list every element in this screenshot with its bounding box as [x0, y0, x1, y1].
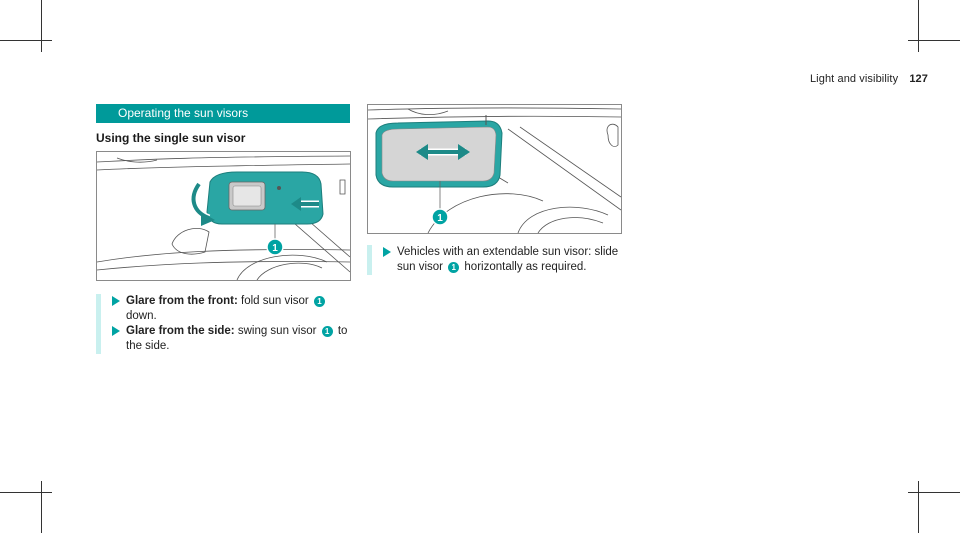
- step-bar: [96, 294, 101, 324]
- instruction-step: Glare from the front: fold sun visor 1 d…: [96, 294, 350, 324]
- step-bar: [96, 324, 101, 354]
- running-header: Light and visibility 127: [810, 73, 928, 85]
- callout-badge: 1: [321, 326, 333, 337]
- step-label: Glare from the front:: [126, 295, 238, 307]
- step-arrow-icon: [383, 247, 391, 257]
- instruction-step: Glare from the side: swing sun visor 1 t…: [96, 324, 350, 354]
- instruction-step: Vehicles with an extendable sun visor: s…: [367, 245, 627, 275]
- step-bar: [367, 245, 372, 275]
- step-label: Glare from the side:: [126, 325, 235, 337]
- crop-mark: [41, 481, 42, 533]
- callout-badge: 1: [313, 296, 325, 307]
- figure-single-sun-visor: 1: [96, 151, 351, 281]
- chapter-title: Light and visibility: [809, 73, 899, 85]
- step-text: Glare from the side: swing sun visor 1 t…: [126, 324, 347, 354]
- callout-badge: [266, 238, 284, 256]
- step-body: the side.: [126, 340, 170, 352]
- callout-badge: 1: [448, 262, 460, 273]
- callout-badge: [431, 208, 449, 226]
- step-text: Vehicles with an extendable sun visor: s…: [397, 245, 618, 275]
- step-body: to: [334, 325, 348, 337]
- subheading: Using the single sun visor: [96, 131, 246, 145]
- step-text: Glare from the front: fold sun visor 1 d…: [126, 294, 327, 324]
- step-body: down.: [126, 310, 157, 322]
- step-body: swing sun visor: [234, 325, 320, 337]
- crop-mark: [0, 40, 52, 41]
- section-title: Operating the sun visors: [118, 106, 249, 120]
- step-body: horizontally as required.: [461, 261, 587, 273]
- illustration-sun-visor-slide: 1: [368, 107, 621, 233]
- callout-number: 1: [437, 213, 443, 224]
- step-arrow-icon: [112, 296, 120, 306]
- crop-mark: [908, 40, 960, 41]
- crop-mark: [918, 0, 919, 52]
- step-body: fold sun visor: [237, 295, 312, 307]
- crop-mark: [918, 481, 919, 533]
- section-title-bar: Operating the sun visors: [96, 104, 350, 123]
- step-body: Vehicles with an extendable sun visor: s…: [397, 246, 619, 258]
- illustration-sun-visor-fold: 1: [97, 155, 350, 280]
- crop-mark: [41, 0, 42, 52]
- crop-mark: [908, 492, 960, 493]
- step-arrow-icon: [112, 326, 120, 336]
- page-number: 127: [909, 73, 928, 85]
- crop-mark: [0, 492, 52, 493]
- callout-number: 1: [272, 243, 278, 254]
- figure-extendable-sun-visor: 1: [367, 104, 622, 234]
- step-body: sun visor: [397, 261, 447, 273]
